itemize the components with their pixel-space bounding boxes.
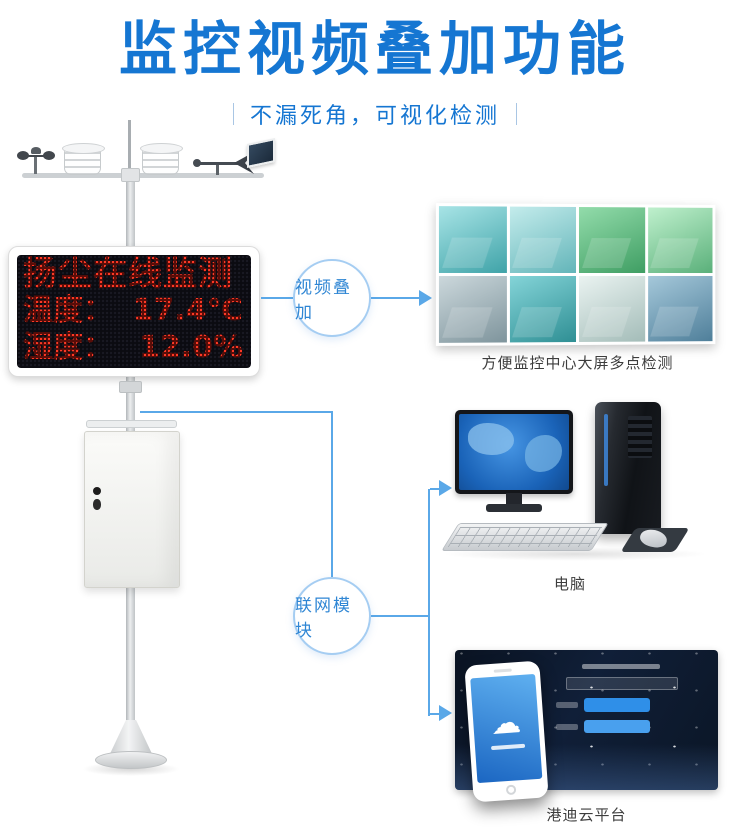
connector-video-node-to-wall [371,297,420,299]
flow-node-video-overlay-label: 视频叠加 [295,278,352,322]
monitor-stand-base [486,504,542,512]
phone-screen: ☁ [470,673,543,784]
led-temperature-value: 17.4℃ [132,293,243,328]
solar-panel [247,138,275,168]
arrow-to-computer-icon [439,480,452,496]
monitor-stand-neck [506,493,522,506]
led-humidity-label: 湿度： [23,330,113,365]
sensor-crossbar [22,173,264,178]
anemometer-cap [31,147,41,154]
led-line-temperature: 温度： 17.4℃ [23,292,245,329]
connector-to-cloud [430,713,441,715]
cabinet-lock-bottom [93,499,101,510]
monitor-wall [435,203,716,346]
connector-display-to-video-node [261,297,293,299]
crossbar-clamp [121,168,140,182]
led-line-title: 扬尘在线监测 [23,256,245,292]
page-title: 监控视频叠加功能 [118,17,631,82]
cloud-ui-label-bar [556,724,578,730]
antenna-mast [128,120,131,178]
phone-home-button [505,784,516,796]
page-subtitle: 不漏死角，可视化检测 [0,98,750,130]
cctv-cell [578,207,645,274]
smartphone: ☁ [464,660,549,803]
flow-node-video-overlay: 视频叠加 [293,259,371,337]
phone-screen-text-bar [490,743,525,750]
connector-network-node-out [371,615,429,617]
connector-station-to-network-h [140,411,332,413]
control-cabinet [84,431,180,588]
flow-node-network-module-label: 联网模块 [295,596,352,640]
cloud-ui-title-bar [582,664,660,669]
subtitle-tick-right [516,103,517,125]
anemometer-cup-right [43,151,55,160]
connector-branch-vertical [428,489,430,716]
connector-station-to-network-v [331,411,333,577]
keyboard [441,523,609,551]
cctv-cell [647,207,713,274]
connector-to-computer [430,488,441,490]
anemometer-cup-left [17,151,29,160]
computer-monitor [455,410,573,494]
wind-vane-nose [193,159,201,167]
led-temperature-label: 温度： [23,293,113,328]
cloud-ui-button-secondary [584,720,650,733]
mounting-shelf [86,420,177,428]
flow-node-network-module: 联网模块 [293,577,371,655]
anemometer-stub [34,157,37,174]
cloud-ui-input-bar [566,677,678,690]
cloud-icon: ☁ [489,705,523,741]
cctv-cell [509,206,577,273]
monitor-wall-caption: 方便监控中心大屏多点检测 [481,355,674,372]
anemometer-arm [22,155,50,157]
radiation-shield-right [140,143,183,175]
cctv-cell [438,206,507,273]
station-base-plate [95,751,167,769]
wind-vane-stub [216,165,219,175]
cctv-cell [509,276,577,343]
cctv-cell [438,276,507,343]
cctv-cell [647,275,713,342]
subtitle-text: 不漏死角，可视化检测 [249,103,500,128]
led-screen: 扬尘在线监测 温度： 17.4℃ 湿度： 12.0% [17,255,251,368]
subtitle-tick-left [232,103,234,125]
monitor-screen-world-map [459,414,569,490]
arrow-to-cloud-icon [439,705,452,721]
cctv-cell [578,275,645,342]
led-line-humidity: 湿度： 12.0% [23,329,245,366]
led-humidity-value: 12.0% [138,330,243,365]
cloud-platform-caption: 港迪云平台 [546,807,627,824]
computer-tower [595,402,661,534]
computer-caption: 电脑 [553,576,586,593]
pole-collar [119,381,142,393]
wind-vane-rod [198,162,242,165]
cabinet-lock-top [93,487,101,495]
radiation-shield-left [62,143,105,175]
arrow-to-monitor-wall-icon [419,290,432,306]
cloud-ui-label-bar [556,702,578,708]
phone-speaker [493,668,512,673]
cloud-ui-button-primary [584,698,650,712]
